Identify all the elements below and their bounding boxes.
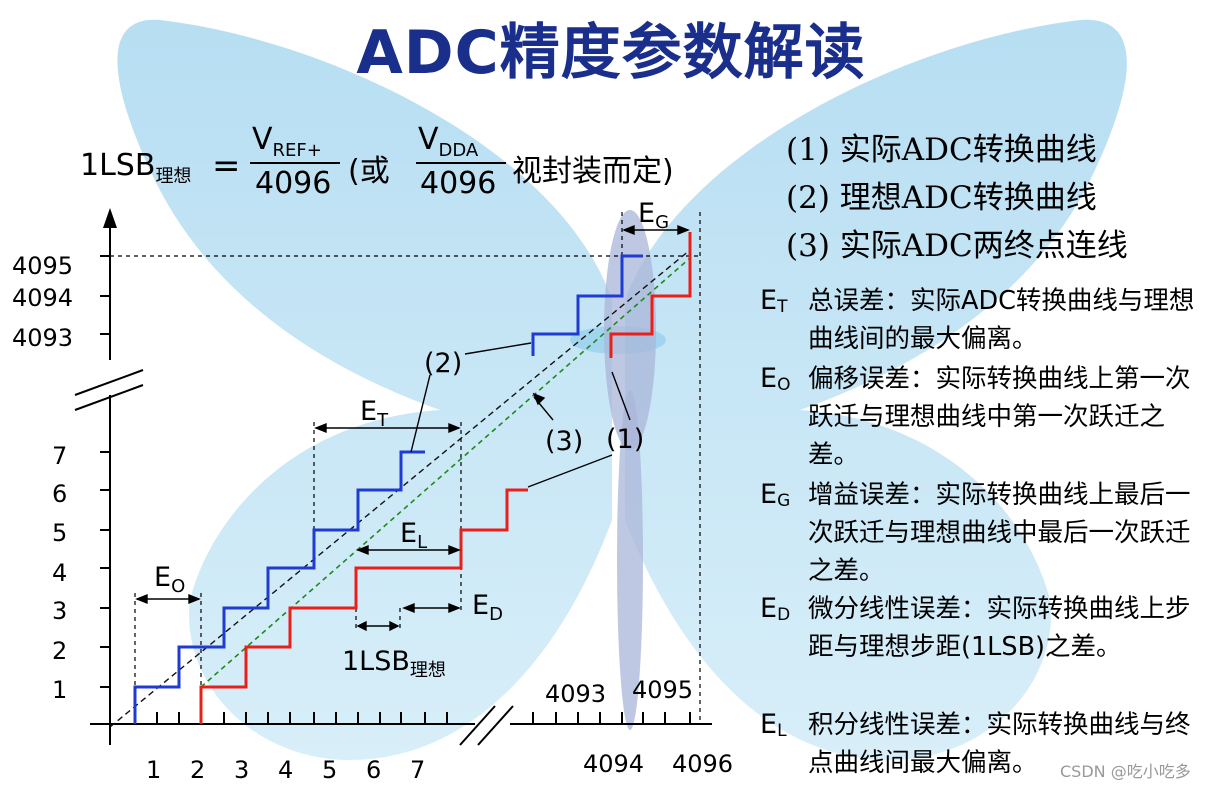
- eg-label: EG: [638, 198, 669, 233]
- fraction-bar-2: [416, 162, 506, 164]
- symbol-el: EL: [760, 709, 787, 741]
- definition-dnl-error: ED 微分线性误差：实际转换曲线上步距与理想步距(1LSB)之差。: [760, 590, 1200, 666]
- x-tick-label-7: 7: [410, 756, 425, 784]
- x-tick-label-4094: 4094: [583, 750, 644, 778]
- y-tick-label-6: 6: [52, 480, 67, 508]
- y-tick-label-7: 7: [52, 442, 67, 470]
- curve-3-label: (3): [545, 426, 583, 457]
- legend-item-endpoint-line: (3) 实际ADC两终点连线: [786, 228, 1128, 264]
- y-tick-label-4094: 4094: [12, 284, 73, 312]
- x-axis-break-1: [459, 705, 496, 746]
- x-tick-label-5: 5: [322, 756, 337, 784]
- y-tick-label-1: 1: [52, 676, 67, 704]
- ed-label: ED: [472, 590, 503, 625]
- endpoint-line: [200, 257, 691, 688]
- leader-1-upper: [611, 371, 631, 421]
- definition-total-error: ET 总误差：实际ADC转换曲线与理想曲线间的最大偏离。: [760, 282, 1200, 358]
- y-tick-label-2: 2: [52, 637, 67, 665]
- leader-1-lower: [527, 454, 613, 488]
- eo-label: EO: [154, 562, 185, 597]
- symbol-ed: ED: [760, 593, 791, 625]
- fraction-bar-1: [250, 162, 340, 164]
- curve-1-label: (1): [606, 424, 644, 455]
- formula-numerator-2: VDDA: [418, 122, 479, 161]
- x-tick-label-4095: 4095: [632, 676, 693, 704]
- lsb-label: 1LSB理想: [342, 646, 446, 681]
- formula-tail: 视封装而定): [512, 154, 674, 189]
- x-axis-break-2: [477, 705, 514, 746]
- ideal-curve-upper: [531, 254, 643, 356]
- curve-2-label: (2): [424, 348, 462, 379]
- y-tick-label-4: 4: [52, 559, 67, 587]
- x-tick-label-3: 3: [234, 756, 249, 784]
- x-tick-label-4093: 4093: [545, 680, 606, 708]
- legend-item-actual-curve: (1) 实际ADC转换曲线: [786, 132, 1097, 168]
- watermark: CSDN @吃小吃多: [1060, 762, 1191, 781]
- lsb-formula: 1LSB理想 = VREF+ 4096 (或 VDDA 4096 视封装而定): [80, 122, 720, 212]
- formula-lhs: 1LSB理想: [80, 148, 192, 187]
- y-tick-label-3: 3: [52, 597, 67, 625]
- x-tick-label-4: 4: [278, 756, 293, 784]
- y-tick-label-5: 5: [52, 519, 67, 547]
- symbol-et: ET: [760, 285, 788, 317]
- formula-denominator-1: 4096: [255, 166, 332, 201]
- actual-curve-upper: [609, 232, 692, 358]
- x-tick-label-1: 1: [146, 756, 161, 784]
- et-label: ET: [360, 396, 389, 431]
- leader-2-lower: [410, 374, 431, 453]
- page-title: ADC精度参数解读: [356, 18, 866, 88]
- formula-denominator-2: 4096: [420, 166, 497, 201]
- y-axis-break-2: [74, 384, 144, 411]
- legend-item-ideal-curve: (2) 理想ADC转换曲线: [786, 180, 1097, 216]
- actual-curve-lower: [199, 488, 528, 724]
- definition-inl-error: EL 积分线性误差：实际转换曲线与终点曲线间最大偏离。: [760, 706, 1200, 782]
- y-axis-arrow: [103, 208, 117, 228]
- el-label: EL: [400, 518, 427, 553]
- x-tick-label-6: 6: [366, 756, 381, 784]
- formula-equals: =: [212, 146, 241, 186]
- symbol-eo: EO: [760, 363, 791, 395]
- formula-or: (或: [348, 154, 390, 189]
- x-tick-label-2: 2: [190, 756, 205, 784]
- leader-3-arrowhead: [532, 392, 546, 406]
- y-tick-label-4095: 4095: [12, 252, 73, 280]
- leader-2-upper: [464, 342, 532, 355]
- y-tick-label-4093: 4093: [12, 324, 73, 352]
- symbol-eg: EG: [760, 479, 791, 511]
- definition-offset-error: EO 偏移误差：实际转换曲线上第一次跃迁与理想曲线中第一次跃迁之差。: [760, 360, 1200, 474]
- x-tick-label-4096: 4096: [672, 750, 733, 778]
- definition-gain-error: EG 增益误差：实际转换曲线上最后一次跃迁与理想曲线中最后一次跃迁之差。: [760, 476, 1200, 590]
- y-axis-break-1: [74, 369, 144, 396]
- ideal-curve-lower: [133, 450, 425, 724]
- formula-numerator-1: VREF+: [252, 122, 322, 161]
